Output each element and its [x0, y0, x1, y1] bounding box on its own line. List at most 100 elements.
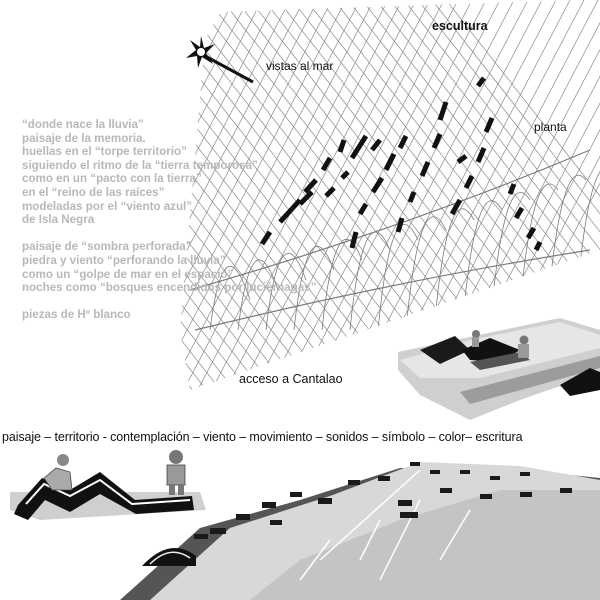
terrain-piece — [378, 476, 390, 481]
grid-line — [265, 0, 487, 390]
contour-arc — [265, 252, 307, 331]
sculpture-piece — [320, 156, 333, 172]
grid-line — [180, 0, 357, 390]
sculpture-piece — [431, 133, 443, 149]
label-acceso: acceso a Cantalao — [239, 372, 343, 386]
grid-line — [445, 0, 600, 390]
sculpture-piece — [259, 230, 273, 246]
terrain-piece — [560, 488, 572, 493]
terrain-piece — [400, 512, 418, 518]
poem-line: modeladas por el “viento azul” — [22, 199, 193, 213]
grid-line — [209, 0, 431, 390]
sculpture-piece — [370, 176, 385, 194]
terrain-piece — [410, 462, 420, 466]
sculpture-piece — [357, 202, 369, 216]
sculpture-piece — [397, 134, 409, 150]
grid-line — [180, 0, 375, 390]
grid-line — [0, 0, 24, 420]
terrain-perspective-bottom — [120, 462, 600, 600]
grid-line — [180, 0, 301, 390]
sculpture-piece — [419, 161, 431, 177]
grid-line — [180, 0, 305, 390]
terrain-piece — [440, 488, 452, 493]
terrain-piece — [460, 470, 470, 474]
grid-line — [180, 0, 277, 390]
terrain-piece — [318, 498, 332, 504]
sculpture-piece — [475, 147, 487, 163]
terrain-piece — [520, 492, 532, 497]
terrain-piece — [520, 472, 530, 476]
terrain-piece — [480, 494, 492, 499]
sculpture-piece — [437, 101, 449, 121]
poem-gap — [22, 295, 402, 309]
sculpture-piece — [298, 190, 314, 206]
poem-line: como en un “pacto con la tierra” — [22, 172, 202, 186]
contour-arc — [377, 224, 419, 331]
grid-line — [0, 0, 6, 420]
grid-line — [431, 0, 600, 390]
grid-line — [180, 0, 273, 390]
sculpture-piece — [463, 174, 475, 190]
grid-line — [237, 0, 459, 390]
grid-line — [375, 0, 600, 390]
poem-gap — [22, 227, 402, 241]
grid-line — [180, 0, 259, 390]
poem-line: piezas de Hº blanco — [22, 308, 131, 322]
grid-line — [180, 0, 347, 390]
grid-line — [180, 0, 291, 390]
contour-arc — [209, 266, 251, 331]
terrain-piece — [290, 492, 302, 497]
poem-text: “donde nace la lluvia” paisaje de la mem… — [22, 118, 402, 322]
grid-line — [389, 0, 600, 390]
grid-line — [180, 0, 343, 390]
grid-line — [361, 0, 600, 390]
sculpture-piece — [340, 170, 350, 180]
sculpture-piece — [483, 117, 495, 133]
grid-line — [403, 0, 600, 390]
grid-line — [180, 0, 329, 390]
sculpture-piece — [324, 186, 336, 198]
contour-arc — [461, 200, 503, 331]
sculpture-piece — [337, 139, 347, 153]
grid-line — [180, 0, 263, 390]
grid-line — [180, 0, 287, 390]
grid-line — [347, 0, 600, 390]
poem-line: noches como “bosques encendidos por luci… — [22, 281, 317, 295]
grid-line — [180, 0, 319, 390]
sculpture-piece — [383, 152, 397, 172]
poem-line: de Isla Negra — [22, 213, 95, 227]
poem-line: piedra y viento “perforando la lluvia” — [22, 253, 226, 267]
terrain-piece — [262, 502, 276, 508]
grid-line — [180, 0, 333, 390]
contour-arc — [545, 174, 587, 331]
compass-star-icon — [186, 36, 254, 84]
terrain-piece — [490, 476, 500, 480]
grid-line — [0, 0, 10, 420]
grid-line — [195, 0, 417, 390]
grid-line — [180, 0, 249, 390]
poem-line: huellas en el “torpe territorio” — [22, 145, 187, 159]
terrain-piece — [398, 500, 412, 506]
terrain-sculpture-pieces — [194, 462, 572, 539]
contour-arc — [293, 246, 335, 331]
terrain-piece — [430, 470, 440, 474]
poem-line: en el “reino de las raíces” — [22, 185, 165, 199]
terrain-piece — [194, 534, 208, 539]
contour-arc — [237, 259, 279, 331]
contour-arc — [349, 231, 391, 331]
sculpture-piece — [349, 134, 369, 160]
label-vistas-al-mar: vistas al mar — [266, 59, 334, 73]
sculpture-figures-left — [10, 450, 206, 520]
sculpture-piece — [525, 226, 537, 240]
poem-line: paisaje de la memoria. — [22, 131, 146, 145]
sculpture-piece — [349, 231, 359, 249]
sculpture-piece — [507, 183, 517, 195]
sculpture-piece — [533, 240, 543, 252]
contour-arc — [189, 149, 591, 291]
plan-contours — [189, 149, 600, 331]
poem-line: “donde nace la lluvia” — [22, 118, 144, 131]
terrain-piece — [210, 528, 226, 534]
keywords-line: paisaje – territorio - contemplación – v… — [2, 430, 523, 444]
grid-line — [0, 0, 20, 420]
